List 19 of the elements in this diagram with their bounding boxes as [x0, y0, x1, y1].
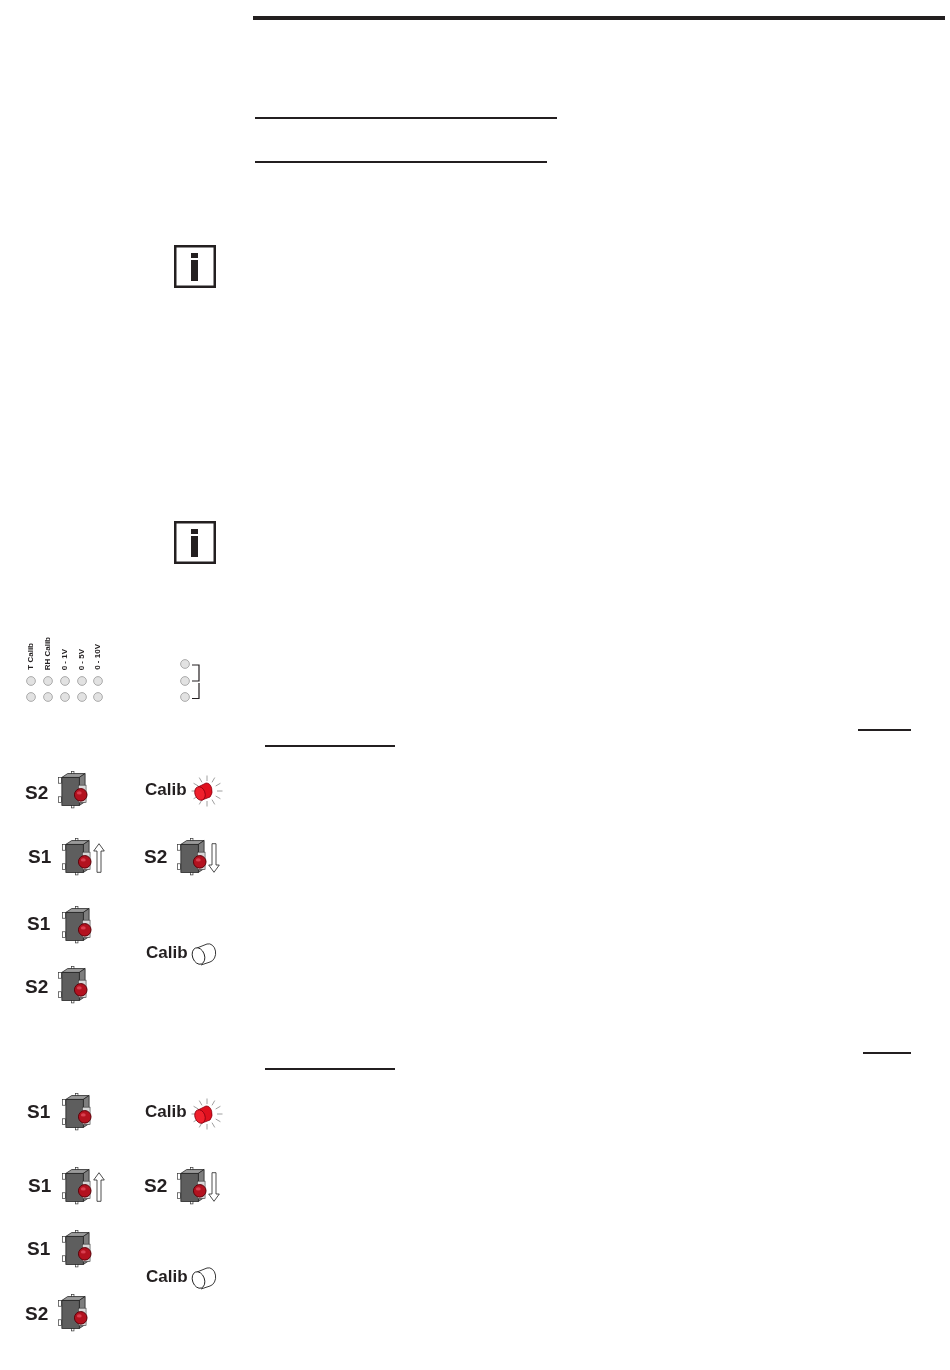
mode-label: 0 - 1V: [61, 648, 69, 670]
switch-label: S2: [25, 976, 49, 998]
mode-label: T Calib: [27, 643, 35, 670]
switch-label: S1: [28, 1175, 52, 1197]
switch-label: S1: [27, 913, 51, 935]
mode-label: 0 - 5V: [78, 648, 86, 670]
mode-label: RH Calib: [44, 636, 52, 670]
led-label: Calib: [145, 780, 187, 800]
led-label: Calib: [146, 1267, 188, 1287]
switch-label: S1: [27, 1101, 51, 1123]
switch-label: S2: [144, 846, 168, 868]
switch-label: S2: [25, 1303, 49, 1325]
switch-label: S2: [25, 782, 49, 804]
switch-label: S1: [28, 846, 52, 868]
led-label: Calib: [145, 1102, 187, 1122]
mode-label: 0 - 10V: [94, 644, 102, 670]
led-label: Calib: [146, 943, 188, 963]
switch-label: S2: [144, 1175, 168, 1197]
switch-label: S1: [27, 1238, 51, 1260]
